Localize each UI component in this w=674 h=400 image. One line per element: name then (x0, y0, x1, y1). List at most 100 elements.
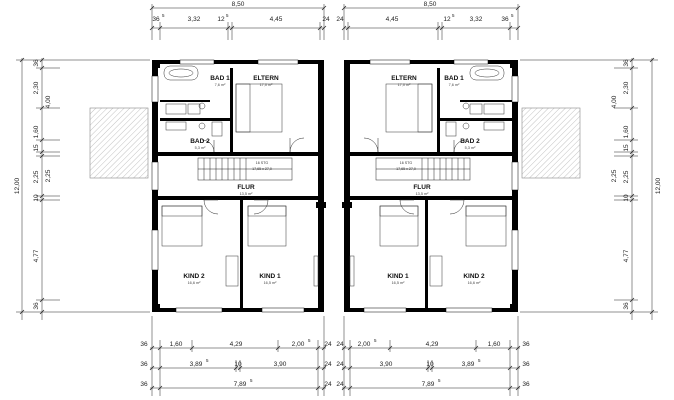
dim-left-8: 4,77 (33, 249, 40, 262)
room-name: BAD 2 (460, 138, 480, 145)
bed-kind1-left (247, 205, 287, 247)
dim-b2-left-3: 3,90 (274, 361, 287, 368)
bottom-dimension-chain (149, 316, 521, 396)
dim-right-1: 2,30 (623, 81, 630, 94)
room-name: KIND 2 (463, 273, 485, 280)
dim-b3-right-1: 7,89 (422, 381, 435, 388)
room-name: KIND 1 (387, 273, 409, 280)
room-area: 16,5 m² (392, 281, 406, 285)
dim-b1-right-1: 2,00 (358, 341, 371, 348)
windows (151, 59, 519, 313)
dim-b1-left-2: 4,29 (230, 341, 243, 348)
dim-top-total-left: 8,50 (232, 1, 245, 8)
room-labels-right: ELTERN 17,0 m² BAD 1 7,6 m² BAD 2 5,3 m²… (387, 75, 485, 285)
staircase-right (375, 157, 471, 181)
dim-right-9: 36 (623, 302, 630, 310)
dim-b2-left-2: 10 (234, 361, 242, 368)
dim-b2-right-0: 24 (336, 361, 344, 368)
dim-sup: 5 (250, 378, 253, 383)
dim-top-total-right: 8,50 (424, 1, 437, 8)
dim-b2-right-4: 36 (522, 361, 530, 368)
room-name: KIND 1 (259, 273, 281, 280)
room-area: 17,0 m² (260, 83, 274, 87)
dim-b2-left-1: 3,89 (190, 361, 203, 368)
dim-left-4: 15 (33, 144, 40, 152)
dim-b2-left-4: 24 (324, 361, 332, 368)
room-area: 16,6 m² (188, 281, 202, 285)
room-area: 5,3 m² (195, 146, 206, 150)
dim-top-right-2: 12 (443, 16, 451, 23)
dim-b1-left-4: 24 (324, 341, 332, 348)
dim-right-3: 1,60 (623, 125, 630, 138)
dim-b2-left-0: 36 (140, 361, 148, 368)
staircase-left (197, 157, 293, 181)
room-area: 7,6 m² (449, 83, 460, 87)
dim-right-4: 15 (623, 144, 630, 152)
dim-sup: 5 (374, 338, 377, 343)
bed-eltern-left (235, 83, 283, 133)
dim-top-right-1: 4,45 (386, 16, 399, 23)
dim-bottom-row3: 36 7,89 5 24 24 7,89 5 36 (140, 378, 530, 388)
dim-right-7: 2,25 (611, 169, 618, 182)
stair-label-right-1: 16 STG (400, 161, 413, 165)
dim-sup: 5 (162, 13, 165, 18)
dim-right-outer: 12,00 (655, 177, 662, 194)
stair-label-left-1: 16 STG (256, 161, 269, 165)
room-area: 13,5 m² (240, 192, 254, 196)
bed-kind1-right (379, 205, 419, 247)
dim-top-right-segments: 24 4,45 12 5 3,32 36 5 (336, 13, 514, 23)
dim-top-left-0: 36 (152, 16, 160, 23)
bathtub-left (163, 65, 199, 81)
dim-sup: 5 (438, 378, 441, 383)
dim-left-outer: 12,00 (14, 177, 21, 194)
dim-b1-left-3: 2,00 (292, 341, 305, 348)
dim-b3-left-2: 24 (324, 381, 332, 388)
dim-b3-right-0: 24 (336, 381, 344, 388)
bed-kind2-left (161, 205, 203, 247)
dim-bottom-row1: 36 1,60 4,29 2,00 5 24 24 2,00 5 4,29 1,… (140, 338, 530, 348)
left-dimension-chain (16, 57, 150, 320)
dim-top-left-1: 3,32 (188, 16, 201, 23)
room-area: 16,5 m² (264, 281, 278, 285)
dim-top-right-4: 36 (501, 16, 509, 23)
dim-left-2: 4,00 (45, 95, 52, 108)
dim-left-3: 1,60 (33, 125, 40, 138)
terrace-right (521, 107, 581, 179)
dim-left-0: 36 (33, 59, 40, 67)
dim-left-1: 2,30 (33, 81, 40, 94)
dim-left-side-labels: 12,00 36 2,30 4,00 1,60 15 2,25 10 2,25 … (14, 59, 52, 310)
dim-b1-right-3: 1,60 (488, 341, 501, 348)
dim-b3-left-1: 7,89 (234, 381, 247, 388)
dim-right-0: 36 (623, 59, 630, 67)
dim-bottom-row2: 36 3,89 5 10 3,90 24 24 3,90 10 3,89 5 3… (140, 358, 530, 368)
dim-right-2: 4,00 (611, 95, 618, 108)
dim-sup: 5 (308, 338, 311, 343)
room-labels-left: BAD 1 7,6 m² ELTERN 17,0 m² BAD 2 5,3 m²… (183, 75, 281, 285)
dim-b1-right-2: 4,29 (426, 341, 439, 348)
dim-b3-right-2: 36 (522, 381, 530, 388)
dim-right-8: 4,77 (623, 249, 630, 262)
dim-top-right-0: 24 (336, 16, 344, 23)
dim-top-left-4: 24 (322, 16, 330, 23)
dim-sup: 5 (226, 13, 229, 18)
room-name: BAD 2 (190, 138, 210, 145)
dim-b2-right-3: 3,89 (462, 361, 475, 368)
dim-left-5: 2,25 (33, 170, 40, 183)
dim-top-left-2: 12 (217, 16, 225, 23)
dim-top-left-3: 4,45 (270, 16, 283, 23)
right-dimension-chain (520, 57, 658, 320)
dim-top-right-3: 3,32 (470, 16, 483, 23)
room-name: BAD 1 (210, 75, 230, 82)
dim-top-left-segments: 36 5 3,32 12 5 4,45 24 (152, 13, 330, 23)
dim-right-6: 10 (623, 194, 630, 202)
dim-b2-right-2: 10 (426, 361, 434, 368)
dim-b2-right-1: 3,90 (380, 361, 393, 368)
bed-eltern-right (385, 83, 433, 133)
door-swings (201, 137, 467, 215)
dim-right-side-labels: 12,00 36 2,30 4,00 1,60 15 2,25 10 2,25 … (611, 59, 662, 310)
bed-kind2-right (465, 205, 507, 247)
room-name: ELTERN (253, 75, 279, 82)
dim-b1-right-4: 36 (522, 341, 530, 348)
room-name: FLUR (237, 184, 255, 191)
